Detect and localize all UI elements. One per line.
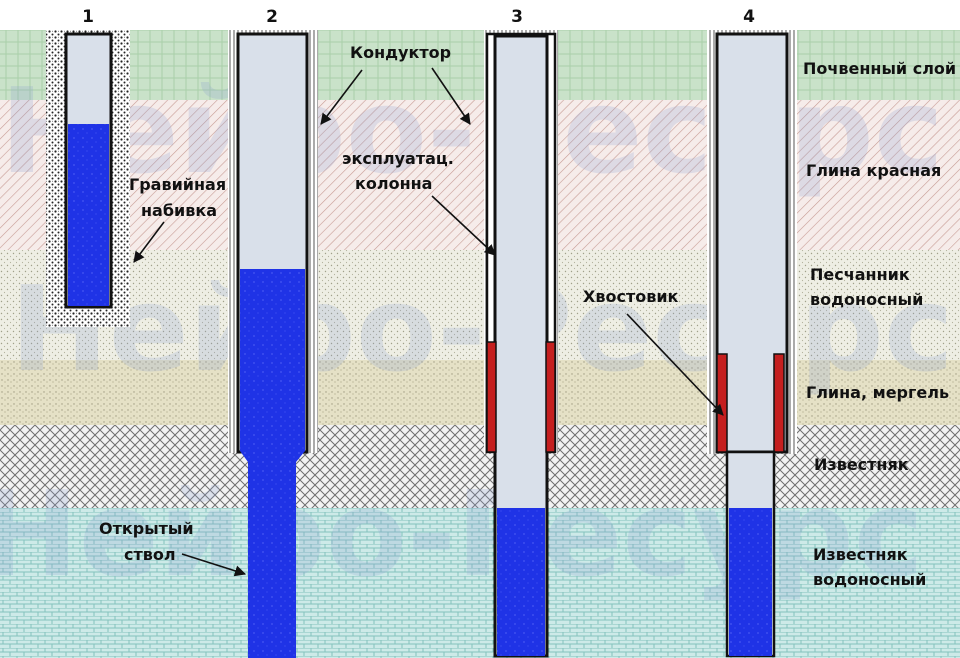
label-open-hole-line-2: ствол [124,545,176,564]
strata [0,30,960,658]
well-3-liner-left [486,341,497,453]
arrow-liner [626,313,724,416]
well-4-water [729,508,772,656]
layer-red-clay [0,100,960,250]
arrow-conductor-right [431,67,471,125]
annotations: Гравийная набивка Кондуктор эксплуатац. … [99,43,679,564]
well-number-2: 2 [266,7,278,27]
label-production-casing-line-2: колонна [355,174,432,193]
well-1 [46,30,130,327]
label-gravel-line-1: Гравийная [129,175,226,194]
arrow-production-casing [431,195,496,256]
well-4-liner-right [773,353,785,453]
label-limestone-water-line-2: водоносный [813,570,926,589]
arrow-gravel [133,221,165,263]
arrow-conductor-left [320,69,363,125]
well-2-water-cased [240,269,305,451]
layer-sandstone [0,250,960,360]
layer-labels: Почвенный слой Глина красная Песчанник в… [803,59,956,589]
well-number-1: 1 [82,7,94,27]
label-limestone-water-line-1: Известняк [813,545,908,564]
layer-clay-marl [0,360,960,425]
well-4-liner-left [716,353,728,453]
well-number-3: 3 [511,7,523,27]
label-gravel-line-2: набивка [141,201,217,220]
label-production-casing-line-1: эксплуатац. [342,149,454,168]
well-3-liner-right [545,341,556,453]
well-3-water [497,508,545,656]
arrow-open-hole [181,553,247,577]
label-soil: Почвенный слой [803,59,956,78]
label-liner: Хвостовик [583,287,679,306]
label-sandstone-line-2: водоносный [810,290,923,309]
label-sandstone-line-1: Песчанник [810,265,910,284]
well-2-open-hole [240,451,305,658]
label-conductor: Кондуктор [350,43,451,62]
layer-soil [0,30,960,100]
pointer-arrows [133,67,724,577]
well-3 [484,30,558,658]
well-1-water [68,124,109,306]
layer-limestone-water [0,508,960,658]
well-4 [707,30,797,658]
label-red-clay: Глина красная [806,161,941,180]
label-open-hole-line-1: Открытый [99,519,194,538]
well-number-4: 4 [743,7,755,27]
top-margin [0,0,960,30]
layer-limestone [0,425,960,508]
label-clay-marl: Глина, мергель [806,383,949,402]
well-2 [228,30,318,658]
well-numbers: 1 2 3 4 [82,7,755,27]
label-limestone: Известняк [814,455,909,474]
